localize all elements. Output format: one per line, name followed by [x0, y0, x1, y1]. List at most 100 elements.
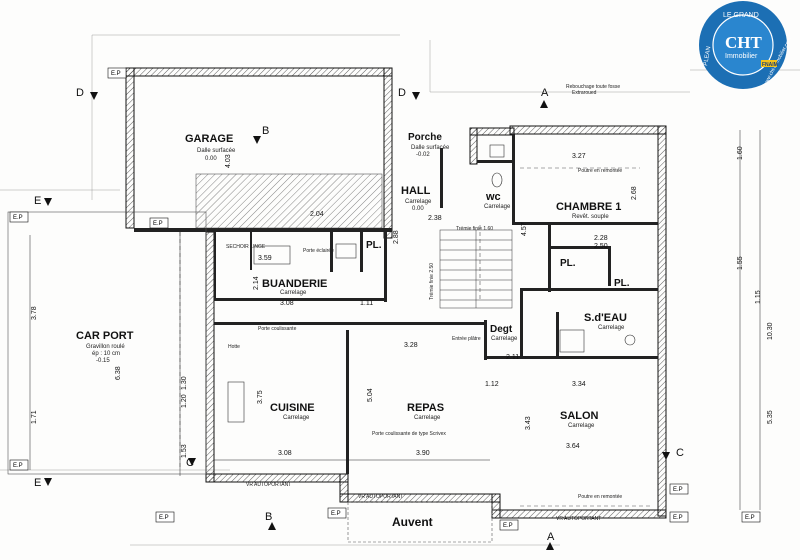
dim-535: 5.35 — [767, 410, 774, 424]
dim-160: 1.60 — [737, 146, 744, 160]
svg-text:E.P: E.P — [331, 511, 341, 517]
dim-155: 1.55 — [737, 256, 744, 270]
room-degt: Degt — [490, 324, 513, 335]
room-porche-height: -0.02 — [416, 152, 430, 158]
section-d-right: D — [398, 87, 420, 100]
note-extra: Extraroued — [572, 90, 597, 96]
room-garage-height: 0.00 — [205, 156, 217, 162]
room-labels: GARAGE Dalle surfacée 0.00 Porche Dalle … — [76, 132, 630, 529]
dim-638: 6.38 — [115, 366, 122, 380]
dim-1030: 10.30 — [767, 322, 774, 340]
svg-text:E: E — [34, 195, 41, 207]
section-d-left: D — [76, 87, 98, 100]
svg-text:E.P: E.P — [159, 515, 169, 521]
section-b-top: B — [253, 125, 269, 144]
svg-text:E.P: E.P — [13, 463, 23, 469]
dim-504: 5.04 — [367, 388, 374, 402]
svg-text:LE GRAND: LE GRAND — [723, 12, 759, 19]
svg-text:D: D — [398, 87, 406, 99]
dim-228: 2.28 — [594, 235, 608, 242]
dim-375: 3.75 — [257, 390, 264, 404]
svg-text:PLEAN: PLEAN — [703, 46, 712, 66]
note-entree: Entrée plâtre — [452, 336, 481, 342]
section-c-left: C — [186, 457, 196, 469]
dim-308: 3.08 — [280, 300, 294, 307]
dim-364: 3.64 — [566, 443, 580, 450]
note-porte-coulissante-2: Porte coulissante de type Scrivex — [372, 431, 446, 437]
room-wc-finish: Carrelage — [484, 204, 511, 210]
note-vr-1: VR AUTOPORTANT — [246, 482, 291, 488]
note-rebouchage: Rebouchage toute fosse — [566, 84, 620, 90]
room-hall: HALL — [401, 185, 431, 197]
dim-334: 3.34 — [572, 381, 586, 388]
sheet-lines — [0, 34, 800, 546]
dim-171: 1.71 — [31, 410, 38, 424]
section-a-bottom: A — [546, 531, 555, 550]
dim-211: 2.11 — [506, 354, 519, 361]
dim-130: 1.30 — [181, 376, 188, 390]
room-degt-finish: Carrelage — [491, 336, 518, 342]
section-c-right: C — [662, 447, 684, 460]
dim-359: 3.59 — [258, 255, 272, 262]
room-pl-2: PL. — [560, 258, 576, 269]
exterior-walls — [125, 67, 667, 519]
svg-text:E.P: E.P — [745, 515, 755, 521]
garage-reserved-zone — [195, 173, 383, 229]
dim-328: 3.28 — [404, 342, 418, 349]
svg-text:B: B — [265, 511, 272, 523]
note-hotte: Hotte — [228, 344, 240, 350]
note-porte-eclairee: Porte éclairée — [303, 248, 334, 254]
dim-390: 3.90 — [416, 450, 430, 457]
room-buanderie: BUANDERIE — [262, 278, 327, 290]
svg-text:B: B — [262, 125, 269, 137]
room-carport-detail: ép : 10 cm — [92, 351, 120, 357]
dim-112: 1.12 — [485, 381, 499, 388]
section-a-top: A — [540, 87, 549, 108]
fixtures — [227, 144, 636, 423]
svg-text:D: D — [76, 87, 84, 99]
note-tremie-v: Trémie finie 2.50 — [429, 263, 435, 300]
svg-text:A: A — [547, 531, 555, 543]
dim-457: 4.57 — [521, 222, 528, 236]
dim-250: 2.50 — [594, 243, 608, 250]
svg-text:C: C — [186, 457, 194, 469]
room-chambre1: CHAMBRE 1 — [556, 201, 621, 213]
room-cuisine: CUISINE — [270, 402, 315, 414]
section-e-top: E — [34, 195, 52, 207]
svg-text:A: A — [541, 87, 549, 99]
svg-text:E.P: E.P — [153, 221, 163, 227]
section-markers: D D A A B B C C — [34, 87, 684, 550]
note-tremie: Trémie finie 1.60 — [456, 226, 493, 232]
note-vr-2: VR AUTOPORTANT — [358, 494, 403, 500]
room-repas: REPAS — [407, 402, 444, 414]
interior-walls — [134, 134, 658, 474]
svg-text:E.P: E.P — [111, 71, 121, 77]
room-pl-1: PL. — [366, 240, 382, 251]
svg-text:E.P: E.P — [673, 487, 683, 493]
dim-288: 2.88 — [393, 230, 400, 244]
dim-111: 1.11 — [360, 300, 373, 307]
room-carport: CAR PORT — [76, 330, 134, 342]
svg-text:FNAIM: FNAIM — [762, 62, 778, 68]
room-porche: Porche — [408, 132, 442, 143]
cht-logo: LE GRAND CHT Immobilier PLEAN www.cht-im… — [699, 1, 793, 89]
dim-214: 2.14 — [253, 276, 260, 290]
note-porte-coulissante: Porte coulissante — [258, 326, 297, 332]
room-porche-finish: Dalle surfacée — [411, 145, 450, 151]
room-carport-finish: Gravillon roulé — [86, 344, 125, 350]
room-hall-finish: Carrelage — [405, 199, 432, 205]
room-wc: wc — [485, 191, 501, 203]
dim-343: 3.43 — [525, 416, 532, 430]
svg-text:E.P: E.P — [13, 215, 23, 221]
dim-403: 4.03 — [225, 154, 232, 168]
carport-outline — [7, 211, 207, 475]
note-poutre-chambre: Poutre en remontée — [578, 168, 622, 174]
svg-text:C: C — [676, 447, 684, 459]
section-b-bottom: B — [265, 511, 276, 530]
svg-text:Immobilier: Immobilier — [725, 53, 758, 60]
room-auvent: Auvent — [392, 515, 433, 529]
dim-238: 2.38 — [428, 215, 442, 222]
dim-308b: 3.08 — [278, 450, 292, 457]
room-cuisine-finish: Carrelage — [283, 415, 310, 421]
